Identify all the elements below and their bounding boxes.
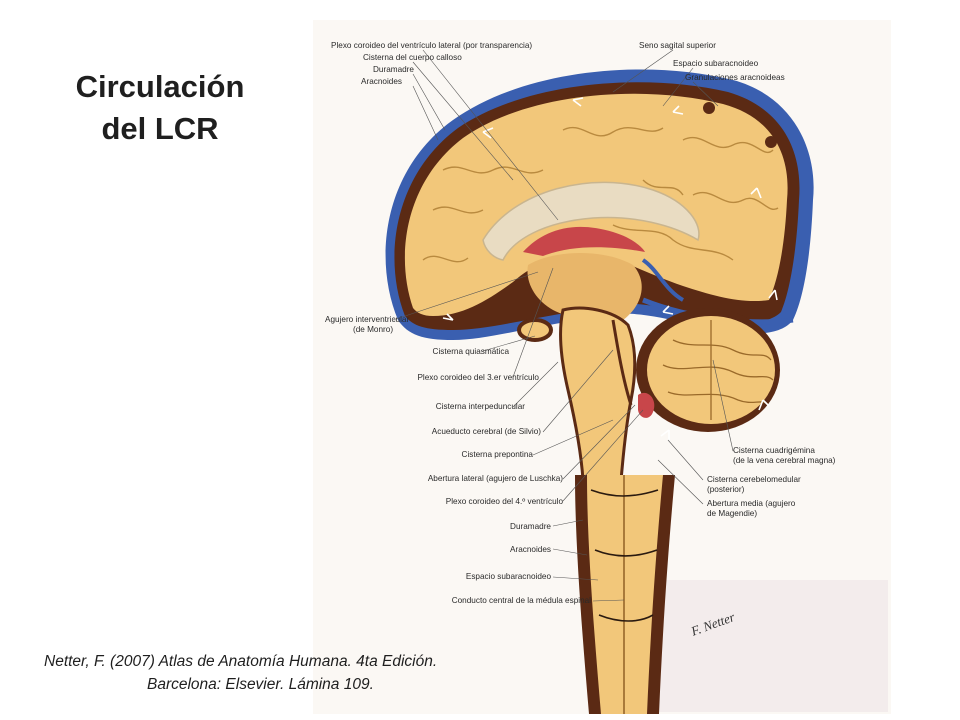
choroid-plexus-lateral-ventricle — [523, 226, 645, 256]
great-cerebral-vein — [641, 258, 685, 302]
csf-flow-arrows — [442, 97, 778, 440]
label-arachnoid-top: Aracnoides — [361, 77, 402, 86]
label-choroid-plexus-3rd: Plexo coroideo del 3.er ventrículo — [417, 373, 539, 382]
slide-title: Circulación del LCR — [40, 66, 280, 150]
label-quadrigeminal-cistern: Cisterna cuadrigémina — [733, 446, 815, 455]
citation-line-1: Netter, F. (2007) Atlas de Anatomía Huma… — [44, 653, 438, 670]
label-interventricular-foramen-sub: (de Monro) — [353, 325, 393, 334]
diencephalon — [527, 252, 642, 322]
label-callosal-cistern: Cisterna del cuerpo calloso — [363, 53, 462, 62]
label-leaders — [392, 49, 734, 602]
corpus-callosum — [482, 181, 700, 261]
label-lateral-aperture: Abertura lateral (agujero de Luschka) — [428, 474, 563, 483]
label-choroid-plexus-4th: Plexo coroideo del 4.º ventrículo — [446, 497, 564, 506]
label-cerebral-aqueduct: Acueducto cerebral (de Silvio) — [432, 427, 541, 436]
label-arachnoid-spinal: Aracnoides — [510, 545, 551, 554]
label-cerebellomedullary-cistern-sub: (posterior) — [707, 485, 745, 494]
label-prepontine-cistern: Cisterna prepontina — [462, 450, 534, 459]
title-line-1: Circulación — [75, 69, 245, 104]
choroid-plexus-4th-ventricle — [638, 392, 655, 418]
label-arachnoid-granulations: Granulaciones aracnoideas — [685, 73, 785, 82]
label-subarachnoid-space-spinal: Espacio subaracnoideo — [466, 572, 552, 581]
optic-chiasm — [517, 318, 553, 342]
label-chiasmatic-cistern: Cisterna quiasmática — [433, 347, 510, 356]
title-line-2: del LCR — [101, 111, 219, 146]
label-superior-sagittal-sinus: Seno sagital superior — [639, 41, 716, 50]
label-subarachnoid-space-top: Espacio subaracnoideo — [673, 59, 759, 68]
label-median-aperture-sub: de Magendie) — [707, 509, 757, 518]
label-interventricular-foramen: Agujero interventricular — [325, 315, 409, 324]
citation-line-2: Barcelona: Elsevier. Lámina 109. — [147, 676, 374, 693]
label-central-canal: Conducto central de la médula espinal — [452, 596, 591, 605]
cerebral-gyri — [422, 127, 779, 263]
csf-circulation-illustration: Plexo coroideo del ventrículo lateral (p… — [313, 20, 891, 714]
cerebral-aqueduct — [611, 319, 633, 406]
label-dura-mater-top: Duramadre — [373, 65, 414, 74]
label-interpeduncular-cistern: Cisterna interpeduncular — [436, 402, 525, 411]
cerebellum — [636, 308, 780, 432]
arachnoid-granulations-icon — [703, 102, 777, 148]
label-cerebellomedullary-cistern: Cisterna cerebelomedular — [707, 475, 801, 484]
label-dura-mater-spinal: Duramadre — [510, 522, 551, 531]
label-median-aperture: Abertura media (agujero — [707, 499, 796, 508]
brainstem — [559, 306, 637, 482]
citation: Netter, F. (2007) Atlas de Anatomía Huma… — [44, 650, 514, 696]
spinal-cord — [575, 475, 675, 714]
label-choroid-plexus-lateral: Plexo coroideo del ventrículo lateral (p… — [331, 41, 532, 50]
label-quadrigeminal-cistern-sub: (de la vena cerebral magna) — [733, 456, 836, 465]
